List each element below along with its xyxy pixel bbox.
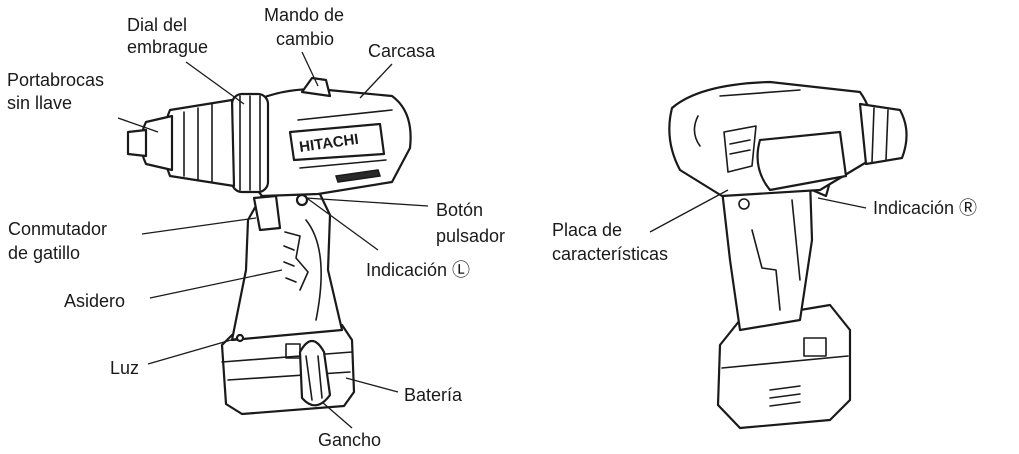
handle-right [722,180,812,330]
label-portabrocas-line2: sin llave [7,93,72,113]
chuck-right [860,104,907,164]
label-dial-line1: Dial del [127,15,187,35]
label-portabrocas-line1: Portabrocas [7,70,104,90]
label-conmutador-line2: de gatillo [8,243,80,263]
drill-left-view: HITACHI [128,78,411,414]
label-boton-line1: Botón [436,200,483,220]
label-gancho: Gancho [318,430,381,450]
label-placa-line1: Placa de [552,220,622,240]
label-conmutador-line1: Conmutador [8,219,107,239]
label-mando-line2: cambio [276,29,334,49]
label-carcasa: Carcasa [368,41,436,61]
label-indicacion-r: Indicación Ⓡ [873,198,977,218]
drill-right-view [669,82,906,428]
handle-left [232,190,342,340]
label-boton-line2: pulsador [436,226,505,246]
label-dial-line2: embrague [127,37,208,57]
label-indicacion-l: Indicación Ⓛ [366,260,470,280]
label-bateria: Batería [404,385,463,405]
label-asidero: Asidero [64,291,125,311]
label-placa-line2: características [552,244,668,264]
label-luz: Luz [110,358,139,378]
label-mando-line1: Mando de [264,5,344,25]
